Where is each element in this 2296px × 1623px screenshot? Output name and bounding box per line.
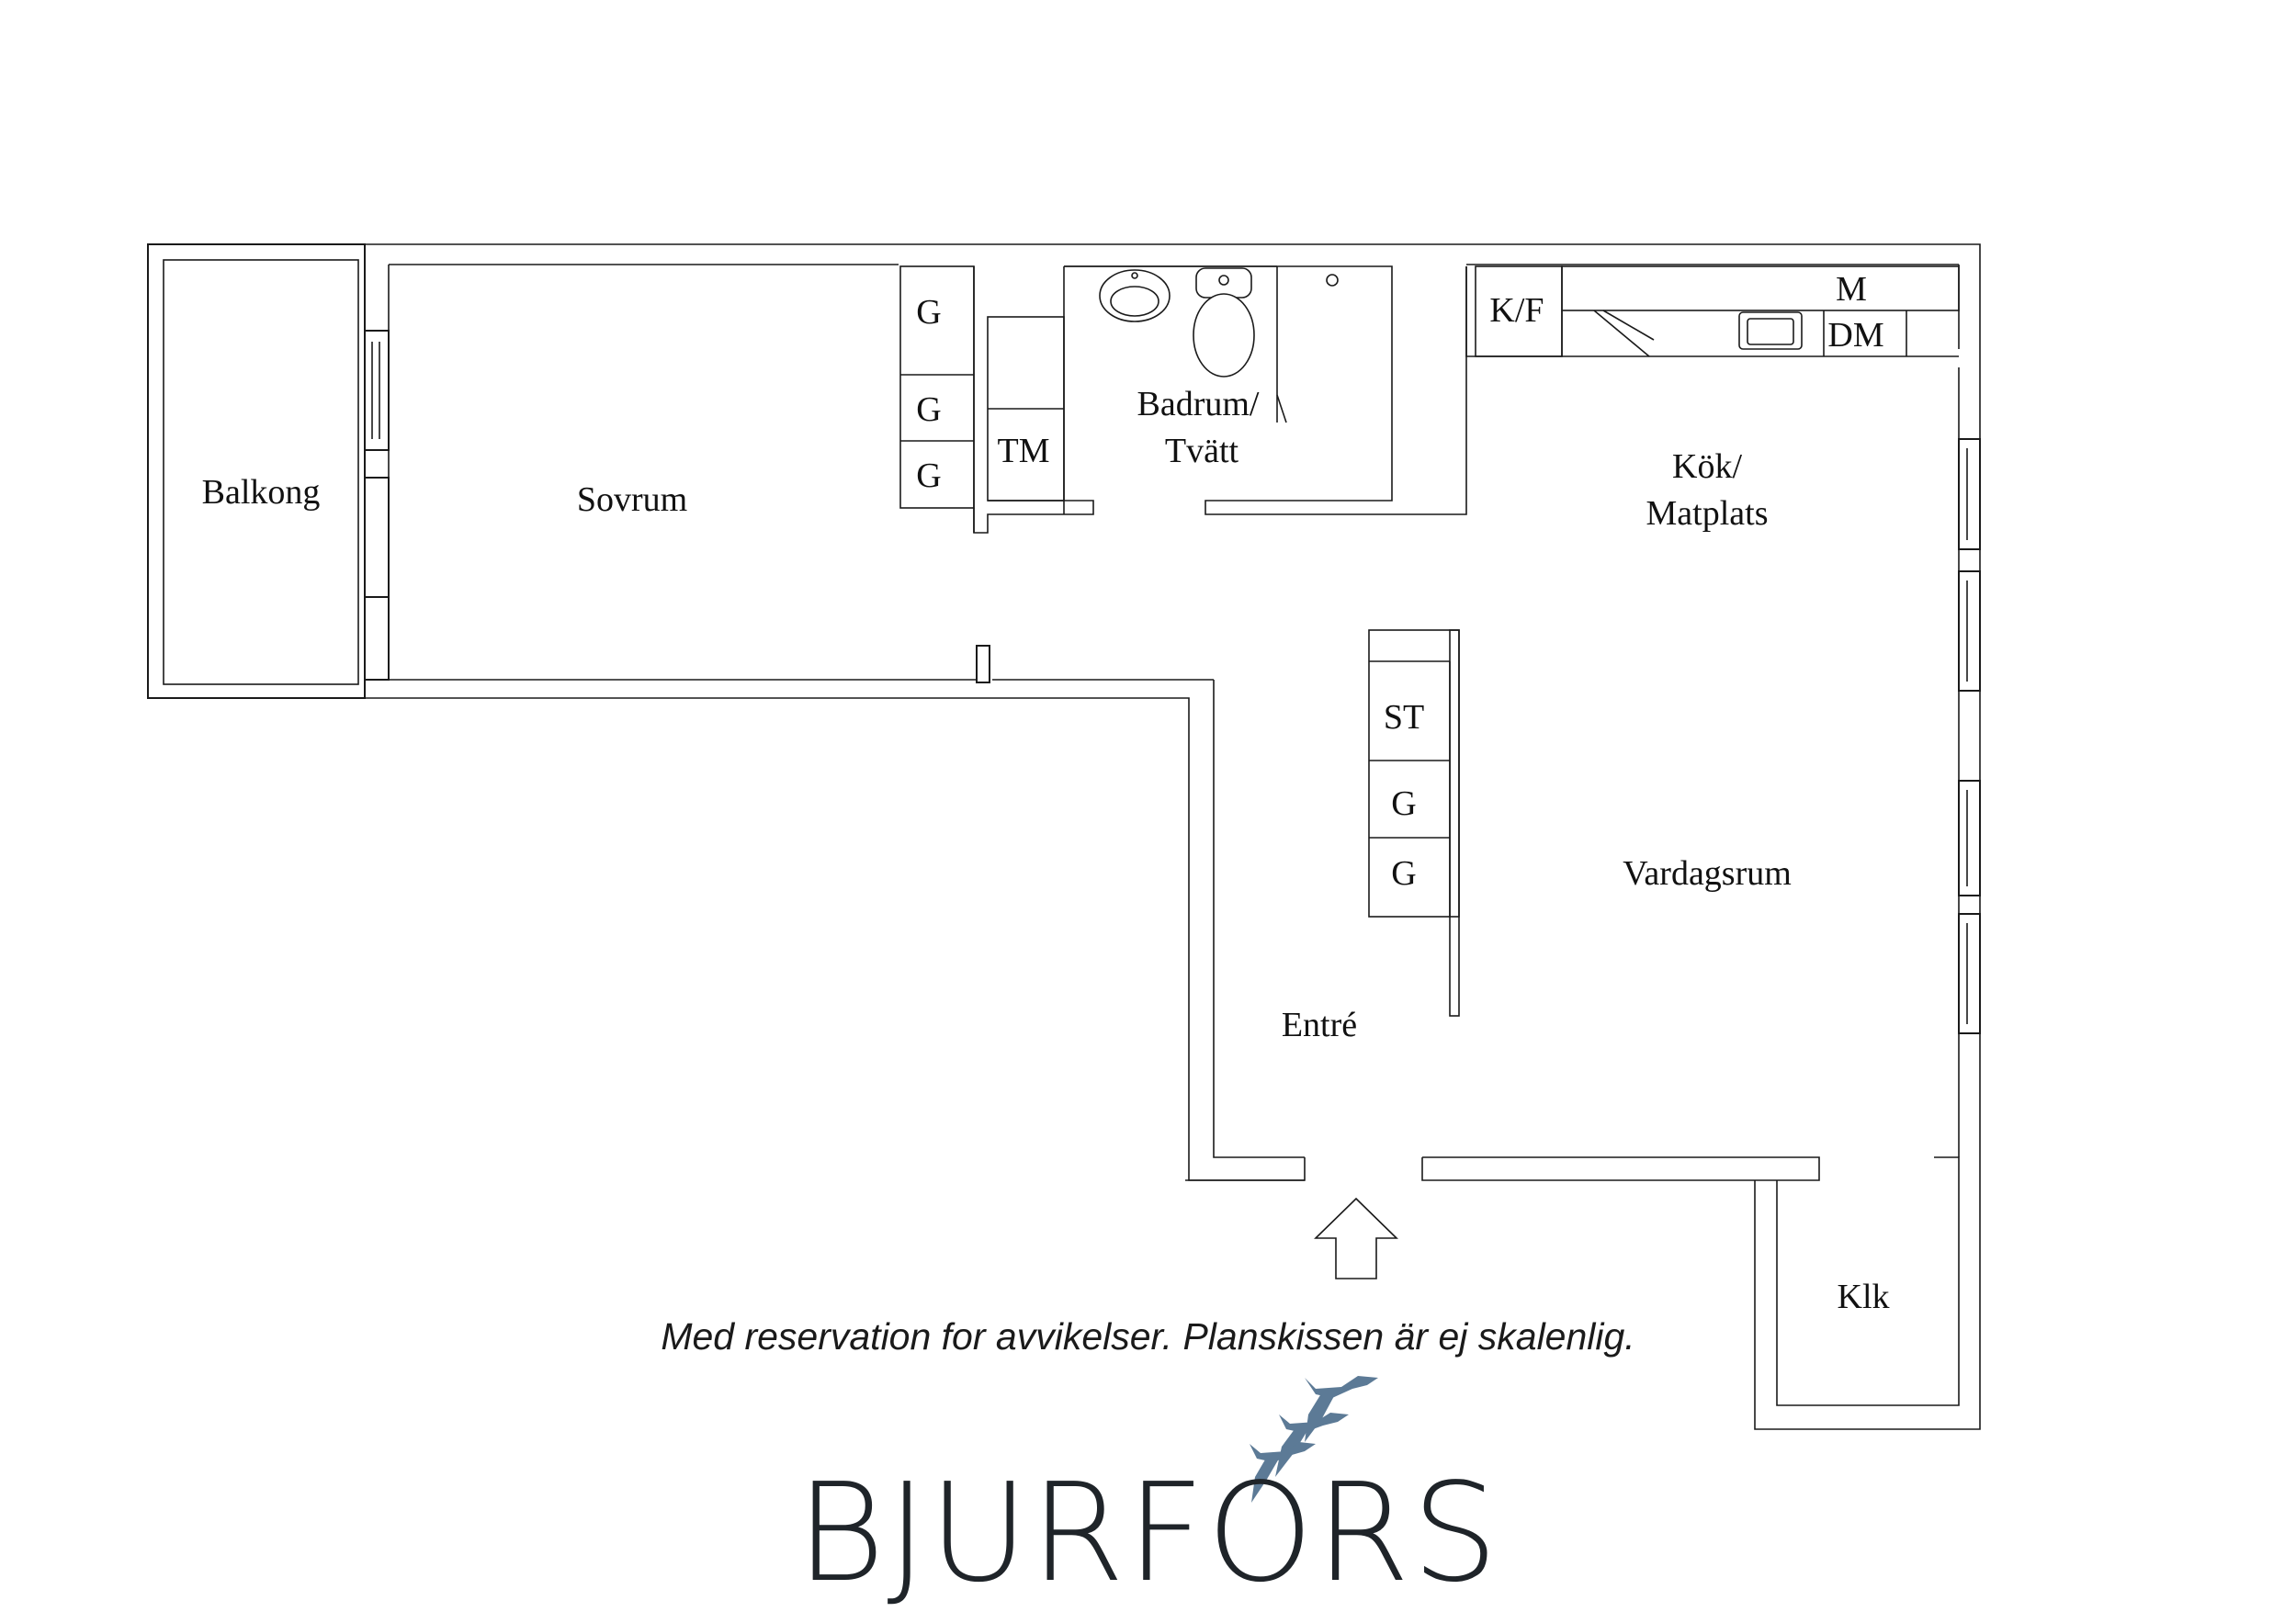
fixture-label-wardrobe: G	[916, 390, 941, 429]
wardrobes-bedroom	[899, 265, 1094, 534]
room-label-sovrum: Sovrum	[577, 480, 687, 519]
fixture-label-wardrobe: G	[916, 293, 941, 332]
fixture-label-wardrobe: G	[1391, 854, 1416, 893]
balcony-area	[147, 243, 366, 699]
fixture-label-storage: ST	[1384, 698, 1424, 737]
windows-right	[1958, 438, 1981, 1034]
fixture-label-wardrobe: G	[916, 456, 941, 495]
bathroom-block	[987, 265, 1467, 515]
brand-wordmark: BJURFORS	[796, 1454, 1500, 1612]
room-label-kok-2: Matplats	[1646, 494, 1769, 533]
room-label-vardagsrum: Vardagsrum	[1623, 854, 1792, 893]
entry-arrow	[1314, 1197, 1398, 1279]
fixture-label-tumble-dryer: TM	[998, 432, 1050, 470]
fixture-label-microwave: M	[1836, 270, 1867, 309]
room-label-entre: Entré	[1282, 1006, 1357, 1044]
fixture-label-fridge-freezer: K/F	[1489, 291, 1544, 330]
fixture-label-wardrobe: G	[1391, 784, 1416, 823]
bjurfors-bird-logo	[1250, 1376, 1378, 1503]
room-label-kok-1: Kök/	[1672, 447, 1742, 486]
kitchen-block	[1465, 265, 1960, 357]
room-label-badrum-2: Tvätt	[1165, 432, 1239, 470]
room-label-badrum-1: Badrum/	[1137, 385, 1260, 423]
fixture-label-dishwasher: DM	[1827, 316, 1883, 355]
wardrobes-entrance	[1368, 629, 1460, 1017]
room-label-balkong: Balkong	[202, 473, 321, 512]
disclaimer-text: Med reservation for avvikelser. Planskis…	[661, 1315, 1635, 1358]
room-label-klk: Klk	[1838, 1278, 1890, 1316]
